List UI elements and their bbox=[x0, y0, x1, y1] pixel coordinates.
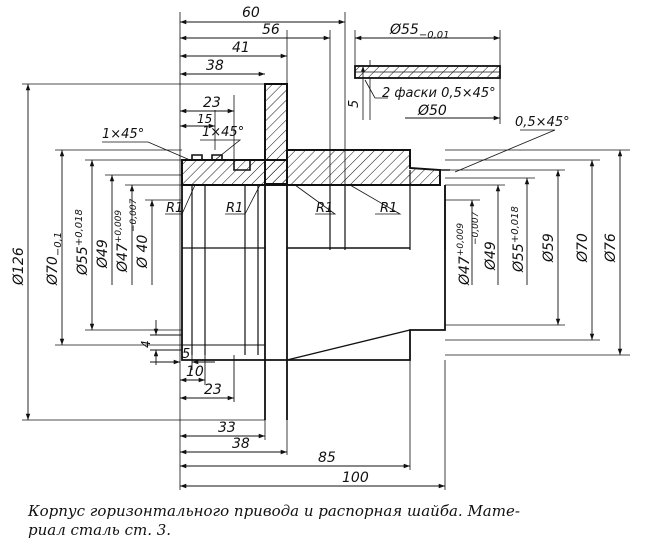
dim-38: 38 bbox=[206, 58, 224, 74]
washer-thickness: 5 bbox=[347, 100, 362, 108]
hub-section-upper bbox=[181, 149, 441, 186]
radius-label-3: R1 bbox=[316, 201, 333, 216]
washer-diameter: Ø55−0,01 bbox=[389, 22, 450, 41]
caption-line-2: риал сталь ст. 3. bbox=[28, 521, 172, 539]
dim-41: 41 bbox=[232, 40, 250, 56]
dim-33: 33 bbox=[218, 420, 236, 436]
washer-d50: Ø50 bbox=[417, 103, 447, 119]
diameter-70-left: Ø70−0,1 bbox=[45, 232, 64, 286]
dim-23-top: 23 bbox=[203, 95, 221, 111]
radius-label-1: R1 bbox=[166, 201, 183, 216]
part-body bbox=[181, 83, 450, 420]
washer-chamfer: 2 фаски 0,5×45° bbox=[382, 86, 496, 101]
diameter-47-left-tol-low: −0,007 bbox=[129, 198, 139, 232]
dim-85: 85 bbox=[318, 450, 336, 466]
extension-lines bbox=[22, 12, 630, 490]
caption-line-1: Корпус горизонтального привода и распорн… bbox=[28, 502, 520, 520]
chamfer-label-1: 1×45° bbox=[102, 127, 144, 142]
dim-100: 100 bbox=[342, 470, 369, 486]
body-outline-lower bbox=[181, 185, 446, 420]
diameter-76-right: Ø76 bbox=[603, 233, 619, 263]
diameter-49-left: Ø49 bbox=[95, 239, 111, 269]
diameter-126: Ø126 bbox=[11, 247, 27, 286]
diameter-47-right-tol-low: −0,007 bbox=[471, 211, 481, 245]
left-diameter-lines bbox=[25, 84, 155, 420]
dim-56: 56 bbox=[262, 22, 280, 38]
diameter-49-right: Ø49 bbox=[483, 241, 499, 271]
chamfer-label-2: 1×45° bbox=[202, 125, 244, 140]
engineering-drawing: 60 56 41 38 23 15 1×45° 1×45° 0,5×45° Ø5… bbox=[11, 5, 630, 490]
hub-notches bbox=[182, 154, 265, 171]
dim-5: 5 bbox=[182, 347, 190, 362]
dim-4: 4 bbox=[139, 340, 153, 348]
chamfer-leaders bbox=[102, 129, 556, 173]
diameter-47-right: Ø47+0,009 bbox=[456, 223, 473, 286]
diameter-55-right: Ø55+0,018 bbox=[510, 206, 527, 273]
diameter-47-left: Ø47+0,009 bbox=[114, 210, 131, 273]
radius-leaders bbox=[165, 184, 402, 215]
top-dimensions bbox=[180, 19, 345, 129]
diameter-70-right: Ø70 bbox=[575, 233, 591, 263]
dim-15: 15 bbox=[197, 112, 212, 126]
bottom-dimensions bbox=[150, 320, 445, 489]
dim-60: 60 bbox=[242, 5, 260, 21]
figure-caption: Корпус горизонтального привода и распорн… bbox=[28, 502, 648, 540]
radius-label-2: R1 bbox=[226, 201, 243, 216]
dim-38-bottom: 38 bbox=[232, 436, 250, 452]
diameter-40-left: Ø 40 bbox=[135, 235, 151, 269]
radius-label-4: R1 bbox=[380, 201, 397, 216]
dim-10: 10 bbox=[186, 364, 204, 380]
diameter-55-left: Ø55+0,018 bbox=[74, 209, 91, 276]
right-diameter-lines bbox=[469, 150, 623, 355]
spacer-washer bbox=[354, 30, 501, 124]
dim-23-bottom: 23 bbox=[204, 382, 222, 398]
chamfer-label-3: 0,5×45° bbox=[515, 115, 570, 130]
diameter-59-right: Ø59 bbox=[541, 233, 557, 263]
